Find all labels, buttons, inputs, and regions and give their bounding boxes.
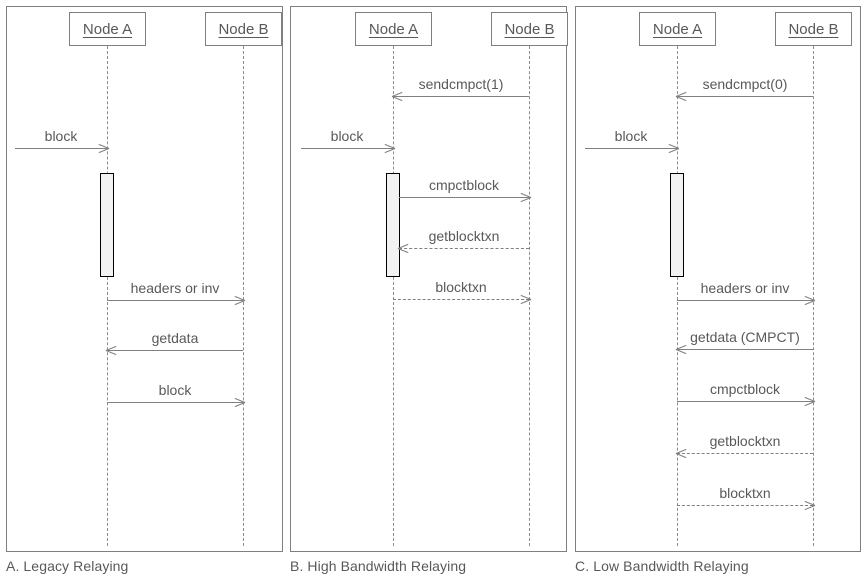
arrow-line [677, 300, 813, 301]
arrow-line [107, 350, 243, 351]
panel-a-lifeline-node-a [107, 46, 108, 546]
arrow-line [585, 148, 677, 149]
arrow-line [301, 148, 393, 149]
message-label: getblocktxn [709, 433, 781, 449]
panel-b-caption: B. High Bandwidth Relaying [290, 558, 467, 574]
panel-a-actor-node-b: Node B [205, 12, 282, 46]
arrow-line [399, 197, 529, 198]
panel-c-lifeline-node-a [677, 46, 678, 546]
panel-c-actor-node-b: Node B [775, 12, 852, 46]
message-label: block [330, 128, 364, 144]
panel-a-activation-node-a [100, 173, 114, 277]
message-label: blocktxn [435, 279, 487, 295]
panel-c-caption: C. Low Bandwidth Relaying [575, 558, 749, 574]
arrow-line [393, 96, 529, 97]
actor-label: Node A [368, 20, 419, 38]
panel-c-activation-node-a [670, 173, 684, 277]
arrow-line [15, 148, 107, 149]
panel-b-actor-node-b: Node B [491, 12, 568, 46]
message-label: block [44, 128, 78, 144]
arrow-line [107, 402, 243, 403]
message-label: getdata [151, 330, 199, 346]
arrow-line [677, 453, 813, 454]
message-label: sendcmpct(1) [418, 76, 504, 92]
message-label: sendcmpct(0) [702, 76, 788, 92]
message-label: blocktxn [719, 485, 771, 501]
message-label: cmpctblock [428, 177, 500, 193]
message-label: headers or inv [130, 280, 220, 296]
arrow-line [107, 300, 243, 301]
message-label: block [158, 382, 192, 398]
message-label: block [614, 128, 648, 144]
actor-label: Node B [218, 20, 269, 38]
actor-label: Node A [82, 20, 133, 38]
panel-a-caption: A. Legacy Relaying [6, 558, 129, 574]
arrow-line [677, 401, 813, 402]
arrow-line [677, 96, 813, 97]
actor-label: Node B [788, 20, 839, 38]
arrow-line [677, 349, 813, 350]
panel-high-bandwidth-relaying [290, 6, 567, 552]
actor-label: Node B [504, 20, 555, 38]
panel-c-actor-node-a: Node A [639, 12, 716, 46]
message-label: headers or inv [700, 280, 790, 296]
arrow-line [399, 248, 529, 249]
panel-legacy-relaying [6, 6, 283, 552]
panel-b-activation-node-a [386, 173, 400, 277]
arrow-line [677, 505, 813, 506]
actor-label: Node A [652, 20, 703, 38]
message-label: getblocktxn [428, 228, 500, 244]
panel-b-actor-node-a: Node A [355, 12, 432, 46]
panel-a-actor-node-a: Node A [69, 12, 146, 46]
panel-b-lifeline-node-a [393, 46, 394, 546]
message-label: cmpctblock [709, 381, 781, 397]
message-label: getdata (CMPCT) [690, 329, 800, 345]
arrow-line [393, 299, 529, 300]
